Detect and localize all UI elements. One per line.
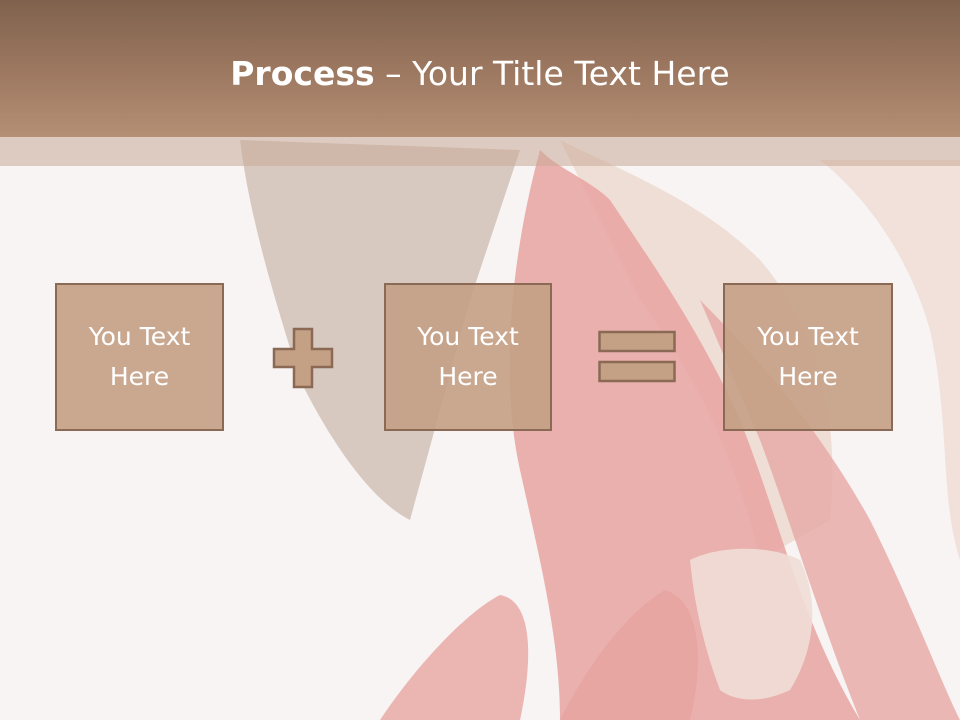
text-box-2: You Text Here xyxy=(384,283,552,431)
text-box-2-line2: Here xyxy=(438,362,498,391)
text-box-1-line2: Here xyxy=(109,362,170,391)
text-box-2-line1: You Text xyxy=(417,322,519,351)
text-box-1: You Text Here xyxy=(55,283,224,431)
slide-title: Process – Your Title Text Here xyxy=(0,52,960,96)
title-bar xyxy=(0,0,960,137)
plus-icon xyxy=(272,327,334,389)
text-box-1-line1: You Text xyxy=(88,322,191,351)
equals-icon xyxy=(598,330,676,383)
title-strip xyxy=(0,137,960,166)
title-rest: – Your Title Text Here xyxy=(374,54,730,93)
text-box-3-line2: Here xyxy=(778,362,838,391)
title-bold: Process xyxy=(230,54,375,93)
text-box-3: You Text Here xyxy=(723,283,893,431)
text-box-3-line1: You Text xyxy=(757,322,859,351)
